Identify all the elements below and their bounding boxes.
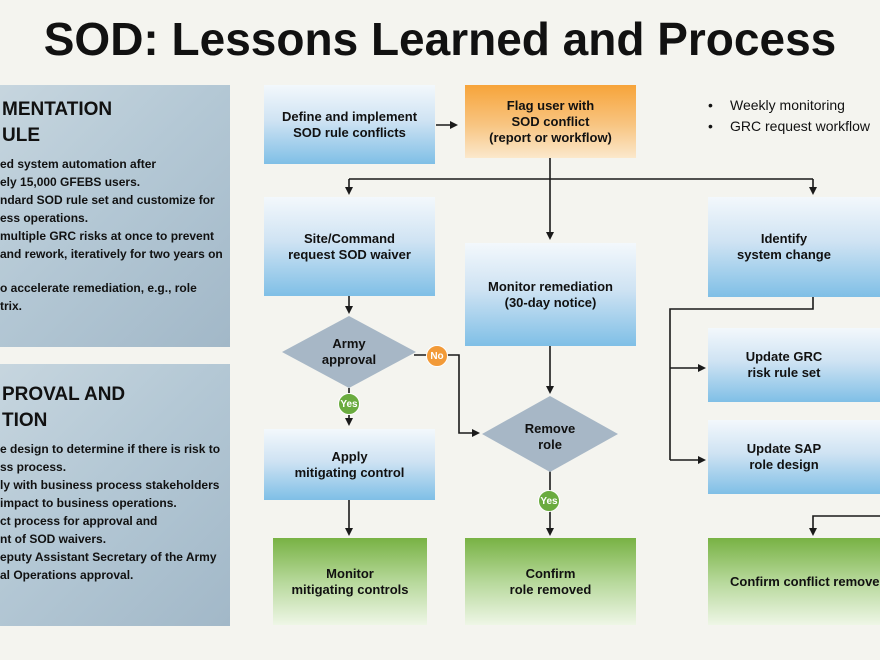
update-grc-box: Update GRC risk rule set: [708, 328, 880, 402]
remove-yes-badge: Yes: [538, 490, 560, 512]
approval-text-line: ct process for approval and: [0, 514, 158, 528]
approval-text-line: al Operations approval.: [0, 568, 134, 582]
connector-identify-down: [669, 297, 814, 460]
confirm-conflict-removed-box: Confirm conflict removed: [708, 538, 880, 625]
remove-role-label: Remove role: [524, 421, 576, 452]
approval-panel: PROVAL AND TION e design to determine if…: [0, 364, 230, 626]
implementation-text-line: ely 15,000 GFEBS users.: [0, 175, 141, 189]
implementation-heading-line-1: MENTATION: [2, 99, 113, 120]
apply-control-box: Apply mitigating control: [264, 429, 435, 500]
monitoring-bullets: •Weekly monitoring •GRC request workflow: [708, 95, 870, 137]
implementation-heading-line-2: ULE: [2, 125, 40, 146]
monitor-remediation-box: Monitor remediation (30-day notice): [465, 243, 636, 346]
approval-text-line: ly with business process stakeholders: [0, 478, 220, 492]
implementation-text-line: trix.: [0, 299, 23, 313]
implementation-text-line: ed system automation after: [0, 157, 157, 171]
approval-text-line: eputy Assistant Secretary of the Army: [0, 550, 217, 564]
approval-text-line: e design to determine if there is risk t…: [0, 442, 221, 456]
connector-approval-remove: [414, 354, 480, 437]
connector-sap-confirm: [809, 515, 880, 536]
define-sod-rules-box: Define and implement SOD rule conflicts: [264, 85, 435, 164]
army-approval-label: Army approval: [321, 336, 377, 367]
page-title: SOD: Lessons Learned and Process: [43, 13, 837, 65]
approval-heading-line-2: TION: [2, 410, 48, 431]
implementation-text-line: ess operations.: [0, 211, 89, 225]
bullet-item: •GRC request workflow: [708, 118, 871, 134]
approval-yes-badge: Yes: [338, 393, 360, 415]
implementation-text-line: ndard SOD rule set and customize for: [0, 193, 215, 207]
confirm-role-removed-box: Confirm role removed: [465, 538, 636, 625]
remove-role-diamond: [482, 396, 618, 472]
approval-heading-line-1: PROVAL AND: [2, 384, 126, 405]
no-badge: No: [426, 345, 448, 367]
request-waiver-box: Site/Command request SOD waiver: [264, 197, 435, 296]
implementation-panel: MENTATION ULE ed system automation after…: [0, 85, 230, 347]
bullet-item: •Weekly monitoring: [708, 97, 845, 113]
approval-text-line: ss process.: [0, 460, 67, 474]
implementation-text-line: and rework, iteratively for two years on: [0, 247, 223, 261]
implementation-text-line: o accelerate remediation, e.g., role: [0, 281, 197, 295]
army-approval-diamond: [282, 316, 416, 388]
flag-user-box: Flag user with SOD conflict (report or w…: [465, 85, 636, 158]
identify-system-change-box: Identify system change: [708, 197, 880, 297]
implementation-text-line: multiple GRC risks at once to prevent: [0, 229, 215, 243]
approval-text-line: nt of SOD waivers.: [0, 532, 107, 546]
update-sap-box: Update SAP role design: [708, 420, 880, 494]
approval-text-line: impact to business operations.: [0, 496, 177, 510]
monitor-controls-box: Monitor mitigating controls: [273, 538, 427, 625]
